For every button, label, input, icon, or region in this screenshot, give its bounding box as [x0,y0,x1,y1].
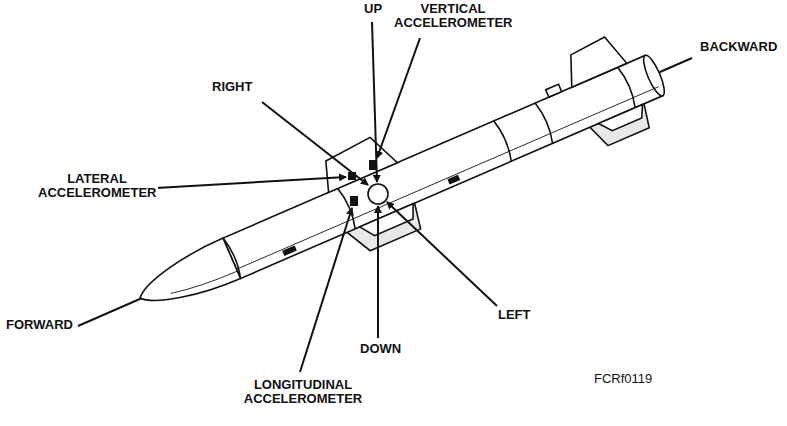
direction-label: UP [362,2,384,16]
part-label: LATERAL ACCELEROMETER [36,172,158,200]
center-circle [368,184,388,204]
direction-label: RIGHT [210,80,254,94]
direction-label: LEFT [496,308,533,322]
leader-lines [156,22,497,372]
part-label: LONGITUDINAL ACCELEROMETER [236,378,370,406]
direction-label: FORWARD [4,318,75,332]
direction-label: DOWN [358,342,403,356]
part-label: VERTICAL ACCELEROMETER [392,2,514,30]
figure-number: FCRf0119 [592,372,654,386]
direction-label: BACKWARD [698,40,779,54]
longitudinal-accelerometer [350,196,358,206]
missile-body [118,22,679,342]
